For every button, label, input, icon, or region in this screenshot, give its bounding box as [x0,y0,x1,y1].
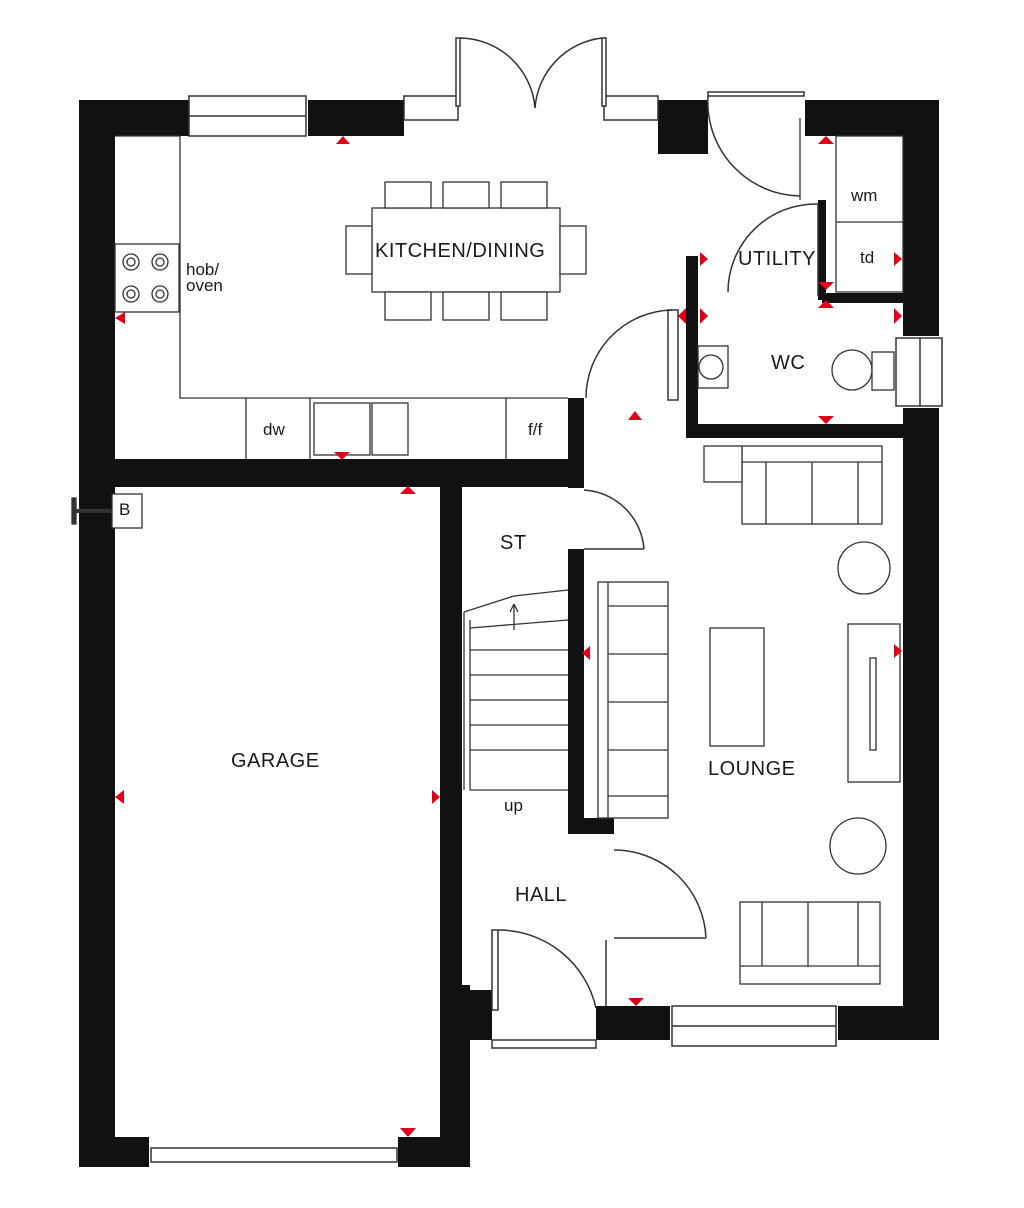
hob [114,243,180,313]
fixture-label-dishwasher: dw [263,420,285,439]
red-triangle-marker-icon [894,308,902,324]
red-triangle-marker-icon [700,308,708,324]
doors [455,37,819,1049]
kitchen-fittings [114,135,587,459]
wall-garage-south-left [79,1137,149,1167]
worktop-outline [115,135,568,399]
door-swing-icon [583,489,645,550]
wc-door-leaf [667,309,679,401]
door-swing-icon [497,929,597,1009]
door-swing-icon [459,37,536,109]
red-triangle-marker-icon [818,136,834,144]
fixture-label-fridge-freezer: f/f [528,420,543,439]
fixture-label-boiler: B [119,500,131,519]
wall-kitchen-south [79,459,580,487]
room-label-kitchen-dining: KITCHEN/DINING [375,240,546,262]
stairs-up-label: up [504,796,523,815]
french-door-frame-right [603,95,659,121]
wall-utility-west [686,256,698,436]
door-swing-icon [707,95,801,197]
fixture-label-tumble-dryer: td [860,248,875,267]
wc-cistern [871,351,895,391]
room-label-garage: GARAGE [231,750,320,772]
red-triangle-marker-icon [894,252,902,266]
red-triangle-marker-icon [336,136,350,144]
wall-utility-east-stub [818,200,826,300]
door-swing-icon [585,309,673,399]
window-wc-east [895,337,943,407]
wall-north-mid [308,100,404,136]
utility-fittings [697,118,904,391]
garage-door-opening [150,1147,398,1163]
french-door-frame-left [403,95,459,121]
door-swing-icon [613,849,707,939]
front-door-leaf [491,929,499,1011]
side-table [837,541,891,595]
door-swing-icon [534,37,603,109]
red-triangle-marker-icon [432,790,440,804]
boiler-group [71,493,143,529]
wall-west [79,100,115,1166]
red-triangle-marker-icon [400,486,416,494]
red-triangle-marker-icon [628,411,642,420]
red-triangle-marker-icon [115,790,124,804]
wall-hall-entry-west [462,990,492,1040]
french-door-leaf-left [455,37,461,107]
red-triangle-marker-icon [115,312,125,324]
room-label-wc: WC [771,352,806,374]
wall-wc-south [686,424,904,438]
sofa-west [597,581,669,819]
side-table [829,817,887,875]
fixture-label-hob-oven: hob/ oven [186,260,223,295]
red-triangle-marker-icon [628,998,644,1006]
windows [150,95,943,1163]
red-triangle-marker-icon [894,644,902,658]
red-triangle-marker-icon [818,416,834,424]
wall-store-south [568,549,584,834]
sink-drainer [313,402,371,456]
room-label-hall: HALL [515,884,568,906]
lounge-furniture [597,445,901,985]
wall-east-upper [903,100,939,336]
boiler-box [111,493,143,529]
wall-stair-divider [568,818,614,834]
red-triangle-marker-icon [700,252,708,266]
room-label-store: ST [500,532,527,554]
fixture-label-washing-machine: wm [851,186,878,205]
french-door-leaf-right [601,37,607,107]
wall-hall-entry-east [596,1006,670,1040]
red-triangle-marker-icon [334,452,350,460]
markers [115,136,902,1137]
sofa-south [739,901,881,985]
room-label-utility: UTILITY [738,248,816,270]
red-triangle-marker-icon [818,300,834,308]
stair-arrow-icon [509,603,519,630]
red-triangle-marker-icon [818,282,834,290]
back-door-leaf [707,91,805,97]
wall-wc-north [822,293,904,303]
sink-bowl [371,402,409,456]
red-triangle-marker-icon [678,308,686,324]
red-triangle-marker-icon [582,646,590,660]
stairs [463,589,569,791]
wall-east-lower [903,408,939,1040]
wall-north-right [658,100,708,154]
front-door-step [491,1039,597,1049]
door-swing-icon [727,203,819,293]
walls [79,100,939,1167]
room-label-lounge: LOUNGE [708,758,796,780]
worktop-utility [835,135,904,293]
wall-kitchen-stub [568,398,584,488]
red-triangle-marker-icon [400,1128,416,1137]
wc-toilet [831,349,873,391]
coffee-table [709,627,765,747]
